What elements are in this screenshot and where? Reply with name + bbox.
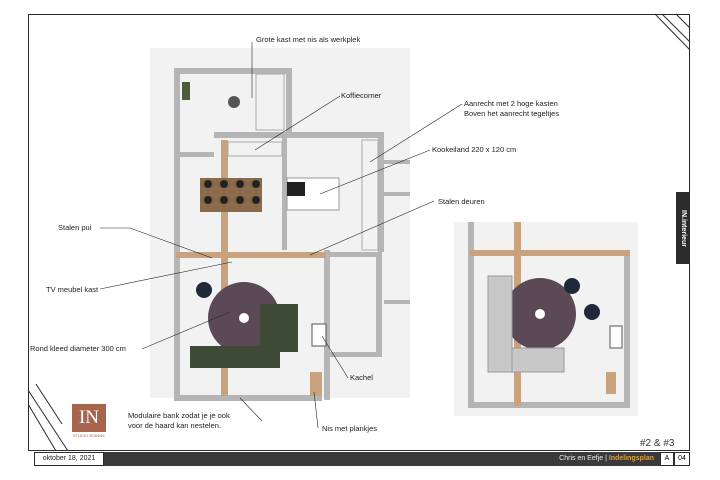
plant-pot [228,96,240,108]
wood-column [221,140,228,396]
niche-2 [606,372,616,394]
footer-date: oktober 18, 2021 [34,452,104,466]
secondary-floor-plan [454,222,638,416]
stove-2 [609,325,623,349]
steel-frame-beam [176,252,326,258]
studio-logo-subtitle: STUDIO JEANNE [72,433,105,438]
armchair [196,282,212,298]
annotation-leaders [99,42,463,429]
kitchen-island [286,177,340,211]
side-tab-brand: IN.interieur [676,192,690,264]
walls-2 [468,222,630,408]
label-large-cabinet: Grote kast met nis als werkplek [256,35,361,44]
main-floor-plan [150,48,410,401]
footer-title: Chris en Eefje | Indelingsplan [559,452,654,466]
label-steel-frame: Stalen pui [58,223,92,232]
footer-page-number: 04 [674,452,690,466]
dining-table [200,178,262,212]
label-sofa-line1: Modulaire bank zodat je je ook [128,411,230,420]
footer-separator: | [605,455,607,462]
modular-sofa-dark [190,304,298,368]
label-round-rug: Rond kleed diameter 300 cm [30,344,126,353]
side-table-2 [535,309,545,319]
side-table [239,313,249,323]
title-block-footer: oktober 18, 2021 Chris en Eefje | Indeli… [34,452,690,466]
label-niche: Nis met plankjes [322,424,378,433]
label-coffee-corner: Koffiecorner [341,91,382,100]
armchair-2b [584,304,600,320]
wardrobe [255,73,285,131]
label-counter-line2: Boven het aanrecht tegeltjes [464,109,560,118]
corner-decoration-bottom-left [27,383,69,452]
plant-box [182,82,190,100]
label-kitchen-island: Kookeiland 220 x 120 cm [432,145,517,154]
footer-sheet-size: A [660,452,674,466]
footer-doc-title: Indelingsplan [608,455,654,462]
footer-client: Chris en Eefje [559,455,604,462]
armchair-2a [564,278,580,294]
steel-frame-beam-2 [470,250,630,256]
kitchen-counter [361,139,379,251]
label-steel-doors: Stalen deuren [438,197,485,206]
niche-with-shelves [310,372,322,396]
studio-logo: IN [72,404,106,432]
label-counter-line1: Aanrecht met 2 hoge kasten [464,99,558,108]
corner-decoration-top-right [654,13,691,51]
label-tv-cabinet: TV meubel kast [46,285,99,294]
page-code: #2 & #3 [640,438,675,449]
label-sofa-line2: voor de haard kan nestelen. [128,421,221,430]
coffee-corner-counter [227,141,283,157]
walls [174,68,410,401]
label-stove: Kachel [350,373,373,382]
modular-sofa-light [487,275,565,373]
stove [311,323,327,347]
